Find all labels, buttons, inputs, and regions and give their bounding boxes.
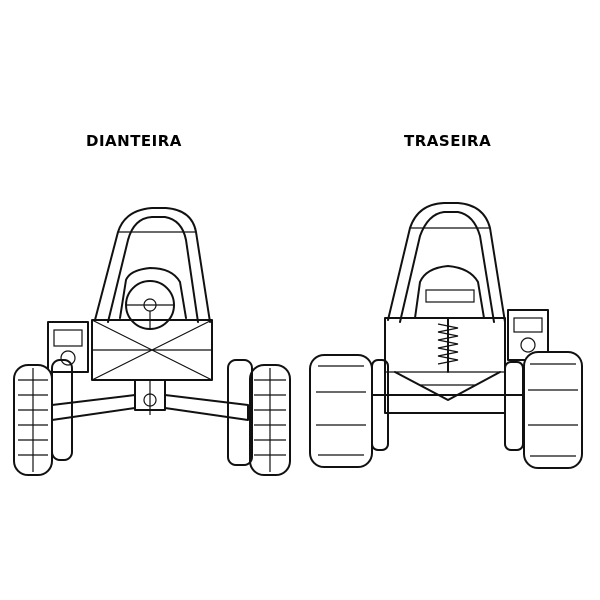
front-roll-cage [94,207,211,323]
front-view-label: DIANTEIRA [86,132,182,150]
rear-view-drawing [309,202,583,469]
rear-shock-spring [437,317,459,373]
front-engine [47,321,89,373]
rear-roll-cage [387,202,506,323]
front-a-arms [51,394,136,421]
front-right-tire [249,364,291,476]
rear-right-tire [523,351,583,469]
front-left-tire [13,364,53,476]
rear-seat [414,265,485,319]
front-seat [119,267,187,319]
rear-view-label: TRASEIRA [404,132,492,150]
front-view-drawing [13,207,291,476]
rear-left-tire [309,354,373,468]
